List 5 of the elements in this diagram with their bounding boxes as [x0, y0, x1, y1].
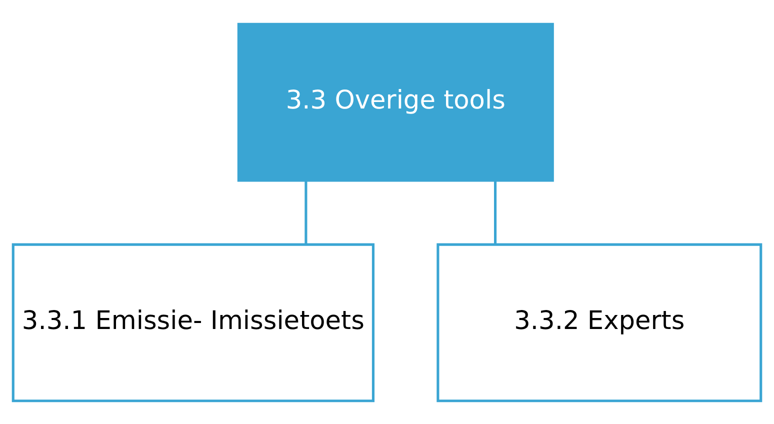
connector [304, 180, 308, 244]
node-box: 3.3.2 Experts [436, 242, 762, 402]
node-box: 3.3.1 Emissie- Imissietoets [12, 242, 374, 402]
node-box: 3.3 Overige tools [237, 22, 554, 182]
connector [494, 180, 497, 244]
